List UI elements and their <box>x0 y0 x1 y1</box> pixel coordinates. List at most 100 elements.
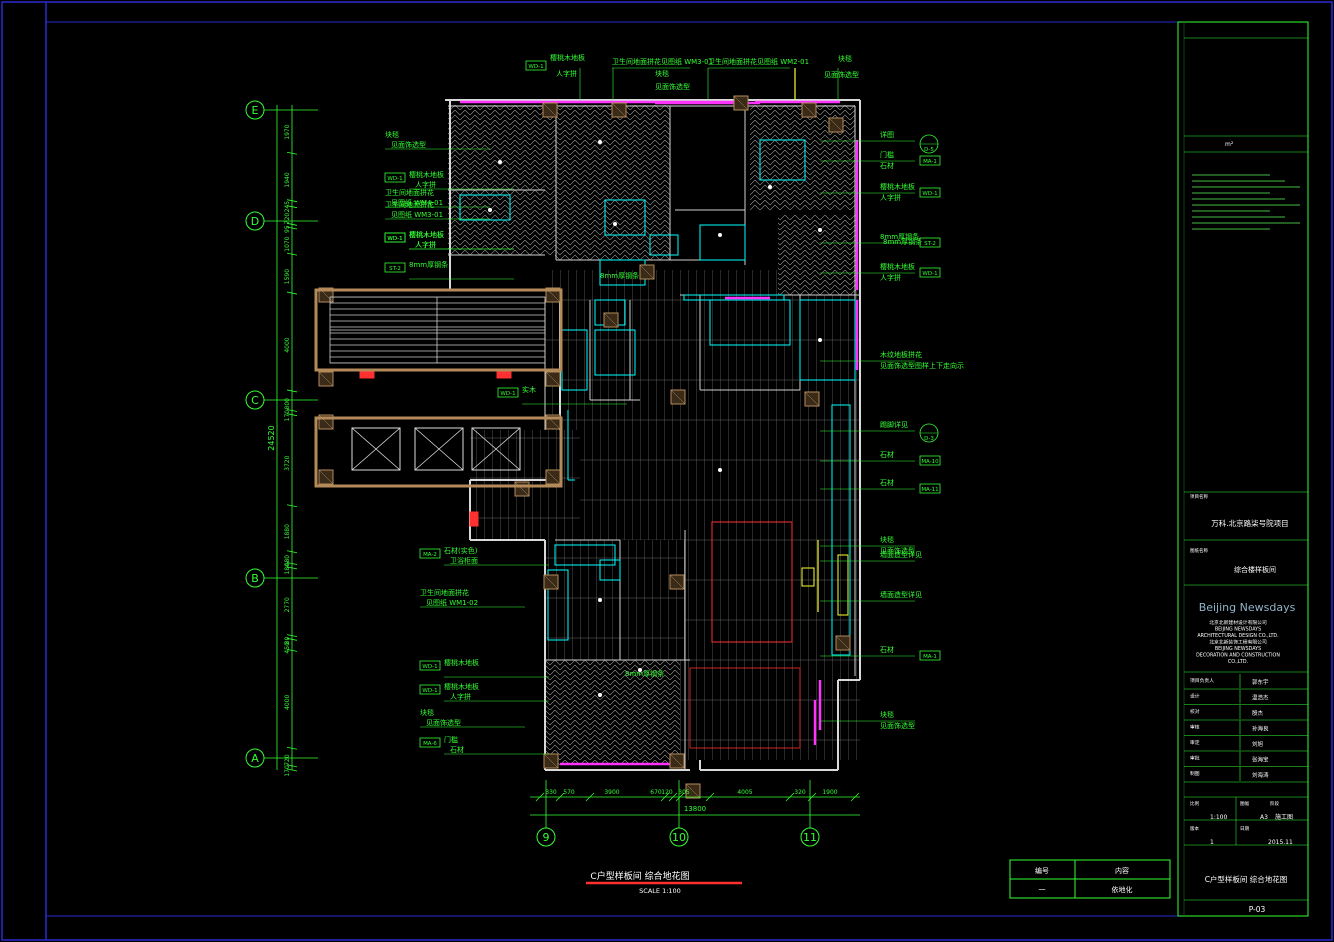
dim-left-tick-14 <box>286 634 298 638</box>
fixture-14 <box>759 139 806 181</box>
fixture-0 <box>459 194 511 221</box>
column-hatch-20 <box>669 753 685 769</box>
top-callout-2: 块毯 <box>655 69 669 78</box>
top-callout-4: 块毯 <box>838 54 852 63</box>
red-marker-2 <box>359 371 375 379</box>
column-hatch-6 <box>603 312 619 328</box>
revision-row-no: 一 <box>1039 886 1046 894</box>
tb-person-label-0: 项目负责人 <box>1190 677 1214 684</box>
column-hatch-21 <box>835 635 851 651</box>
company-line-6: CO.,LTD. <box>1228 659 1248 665</box>
column-hatch-18 <box>669 574 685 590</box>
dim-left-8: 800 <box>284 398 291 410</box>
left-callout-5-box <box>384 232 406 243</box>
left-callout-13-tag: MA-6 <box>423 741 437 747</box>
grid-label-A: A <box>251 752 259 765</box>
left-callout-3-tag: WD-1 <box>387 236 402 242</box>
tb-person-value-2: 殷杰 <box>1252 709 1264 717</box>
right-callout-12-tag: MA-1 <box>923 654 937 660</box>
dim-left-15: 80 <box>284 636 291 644</box>
dim-left-7: 4000 <box>284 337 291 352</box>
tb-sheet-number: P-03 <box>1249 905 1266 914</box>
fixture-6 <box>699 224 746 261</box>
rug-outline-2 <box>689 667 801 749</box>
column-hatch-8 <box>804 391 820 407</box>
grid-col-label-11: 11 <box>803 831 817 844</box>
top-callout-1: 卫生间地面拼花见图纸 WM2-01 <box>708 57 809 66</box>
dim-bottom-tick-1 <box>555 792 565 802</box>
left-callout-text-6: 8mm厚钢条 <box>409 260 448 269</box>
dim-bottom-4: 120 <box>661 789 673 796</box>
right-callout-7-tag: MA-10 <box>921 459 939 465</box>
dim-bottom-tick-9 <box>850 792 860 802</box>
column-hatch-0 <box>542 102 558 118</box>
column-hatch-12 <box>545 371 561 387</box>
right-callout-text-3: 8mm厚钢条 <box>880 232 919 241</box>
dim-bottom-7: 320 <box>794 789 806 796</box>
room-tag-dot-10 <box>613 222 617 226</box>
grid-label-E: E <box>252 104 259 117</box>
dim-left-tick-7 <box>286 389 298 393</box>
right-callout-12-box <box>919 650 941 661</box>
column-hatch-3 <box>801 102 817 118</box>
dim-bottom-6: 4005 <box>737 789 752 796</box>
inline-label-3: 8mm厚钢条 <box>625 669 664 678</box>
left-callout-text-7: 实木 <box>522 385 536 394</box>
dim-bottom-0: 330 <box>545 789 557 796</box>
elevator-core-wall <box>314 416 563 488</box>
bedroom-2-floor <box>778 215 856 295</box>
elevator-car-2 <box>471 427 521 471</box>
top-callout-3: 见面饰选型 <box>655 82 690 91</box>
caption-scale: SCALE 1:100 <box>639 887 681 895</box>
right-callout-text-0: 详图 <box>880 130 894 139</box>
left-callout-8-box <box>419 548 441 559</box>
fixture-1 <box>604 199 646 236</box>
dim-left-0: 1970 <box>284 124 291 139</box>
left-callout-10-box <box>419 660 441 671</box>
right-callout-text-10: 墙面造型详见 <box>880 550 922 559</box>
right-callout-sub-1: 石材 <box>880 161 894 170</box>
right-callout-3-box <box>919 237 941 248</box>
left-callout-text-8: 石材(实色) <box>444 546 478 555</box>
left-callout-0-box <box>384 172 406 183</box>
tb-meta-value-3: 1 <box>1210 839 1214 846</box>
dim-bottom-tick-2 <box>585 792 595 802</box>
tb-person-value-1: 温浩杰 <box>1252 694 1269 702</box>
inline-label-1: 8mm厚钢条 <box>600 271 639 280</box>
left-callout-sub-11: 人字拼 <box>450 692 471 701</box>
tb-meta-value-1: A3 <box>1260 814 1268 821</box>
dim-left-tick-1 <box>286 199 298 203</box>
column-hatch-11 <box>318 371 334 387</box>
bottom-bedroom-floor <box>545 660 680 765</box>
room-tag-dot-9 <box>488 208 492 212</box>
left-callout-text-11: 樱桃木地板 <box>444 682 479 691</box>
left-callout-sub-3: 人字拼 <box>415 240 436 249</box>
dim-left-tick-2 <box>286 205 298 209</box>
dim-left-tick-4 <box>286 226 298 230</box>
left-callout-7-box <box>497 387 519 398</box>
red-marker-3 <box>496 371 512 379</box>
dim-left-tick-13 <box>286 566 298 570</box>
column-hatch-23 <box>514 481 530 497</box>
grid-col-bubble-10 <box>669 827 689 847</box>
left-callout-sub-9: 见图纸 WM1-02 <box>426 598 478 607</box>
room-tag-dot-2 <box>768 185 772 189</box>
room-tag-dot-1 <box>598 140 602 144</box>
dim-left-10: 3720 <box>284 455 291 470</box>
dim-left-17: 4000 <box>284 694 291 709</box>
right-callout-1-box <box>919 155 941 166</box>
room-tag-dot-8 <box>638 668 642 672</box>
column-hatch-16 <box>545 469 561 485</box>
left-callout-sub-8: 卫浴柜面 <box>450 556 478 565</box>
left-callout-sub-0: 人字拼 <box>415 180 436 189</box>
fixture-4 <box>594 329 636 376</box>
column-hatch-1 <box>611 102 627 118</box>
dim-bottom-tick-0 <box>535 792 545 802</box>
dim-left-2: 245 <box>284 201 291 213</box>
tb-person-label-6: 制图 <box>1190 770 1200 777</box>
grid-col-label-9: 9 <box>543 831 550 844</box>
tb-unit: m² <box>1225 141 1234 148</box>
dim-bottom-tick-8 <box>807 792 817 802</box>
dim-left-tick-16 <box>286 648 298 652</box>
